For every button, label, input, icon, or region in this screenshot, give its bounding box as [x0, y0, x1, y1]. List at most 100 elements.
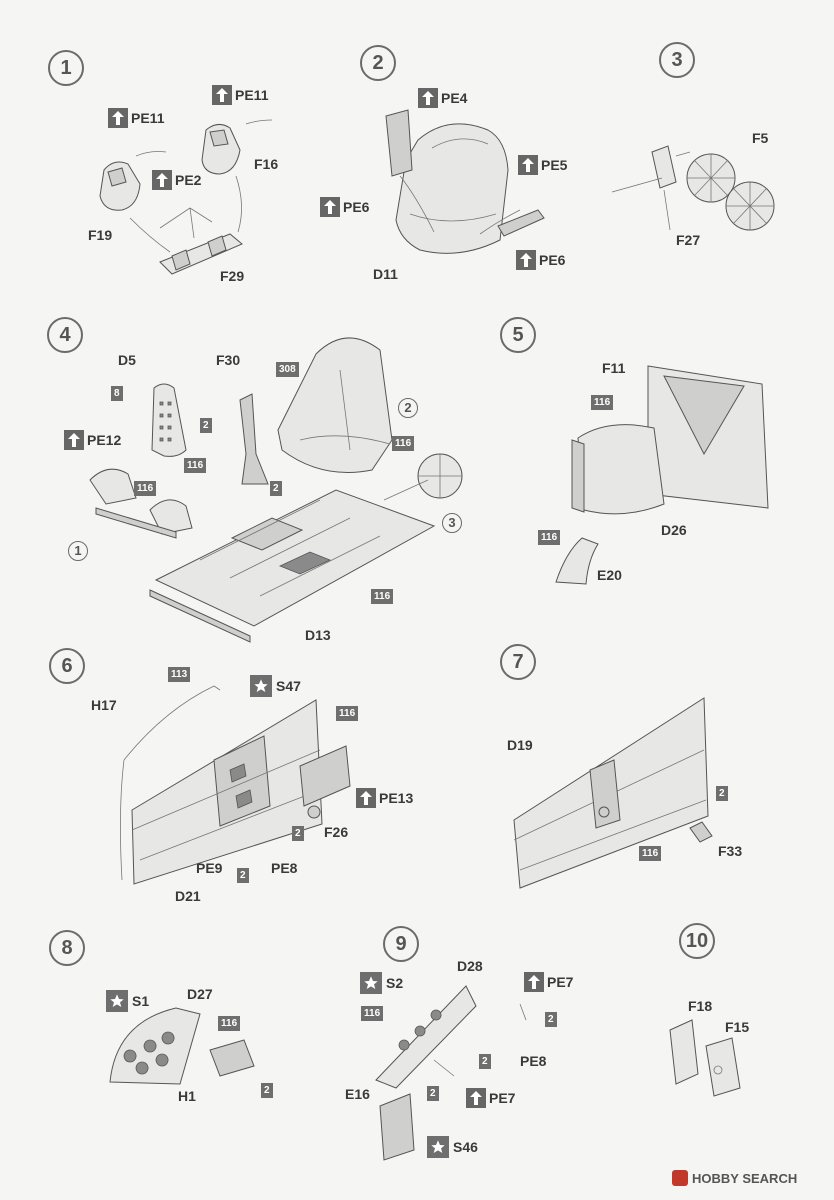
upward-arrow-icon — [418, 88, 438, 108]
part-label: D26 — [661, 522, 687, 538]
step2-seat-drawing — [385, 109, 545, 254]
paint-code: 2 — [237, 868, 249, 883]
step-number-4: 4 — [47, 317, 83, 353]
star-icon — [360, 972, 382, 994]
step8-instrument-panel-drawing — [109, 1007, 255, 1085]
paint-code: 116 — [134, 481, 157, 496]
part-label: D13 — [305, 627, 331, 643]
part-label: D5 — [118, 352, 136, 368]
paint-code: 116 — [184, 458, 207, 473]
upward-arrow-icon — [320, 197, 340, 217]
step-number-7: 7 — [500, 644, 536, 680]
paint-code: 116 — [392, 436, 415, 451]
paint-code: 2 — [200, 418, 212, 433]
step5-bulkhead-drawing — [555, 365, 769, 585]
step-number-8: 8 — [49, 930, 85, 966]
star-icon — [106, 990, 128, 1012]
sticker-label: S1 — [106, 990, 149, 1012]
photo-etch-label: PE11 — [212, 85, 268, 105]
step-number-5: 5 — [500, 317, 536, 353]
paint-code: 116 — [336, 706, 359, 721]
photo-etch-label: PE12 — [64, 430, 121, 450]
part-label: H1 — [178, 1088, 196, 1104]
step-number-10: 10 — [679, 923, 715, 959]
step3-wheel-drawing — [611, 145, 775, 231]
step-number-3: 3 — [659, 42, 695, 78]
step-callout-1: 1 — [68, 541, 88, 561]
hobbysearch-logo-icon — [672, 1170, 688, 1186]
part-label: F33 — [718, 843, 743, 859]
part-label: F5 — [752, 130, 769, 146]
step4-cockpit-floor-drawing — [89, 337, 463, 643]
sticker-label: S46 — [427, 1136, 478, 1158]
paint-code: 116 — [538, 530, 561, 545]
photo-etch-label: PE13 — [356, 788, 413, 808]
paint-code: 2 — [479, 1054, 491, 1069]
step10-parts-drawing — [669, 1019, 741, 1097]
brand-watermark: HOBBY SEARCH — [672, 1170, 797, 1186]
paint-code: 2 — [716, 786, 728, 801]
paint-code: 308 — [276, 362, 299, 377]
upward-arrow-icon — [466, 1088, 486, 1108]
step1-parts-drawing — [99, 119, 273, 275]
upward-arrow-icon — [64, 430, 84, 450]
upward-arrow-icon — [518, 155, 538, 175]
part-label: PE9 — [196, 860, 223, 876]
upward-arrow-icon — [356, 788, 376, 808]
upward-arrow-icon — [152, 170, 172, 190]
part-label: D19 — [507, 737, 533, 753]
photo-etch-label: PE6 — [516, 250, 565, 270]
upward-arrow-icon — [108, 108, 128, 128]
step-number-6: 6 — [49, 648, 85, 684]
upward-arrow-icon — [524, 972, 544, 992]
star-icon — [427, 1136, 449, 1158]
part-label: D11 — [373, 266, 398, 282]
part-label: F11 — [602, 360, 626, 376]
part-label: E20 — [597, 567, 622, 583]
step9-panel-drawing — [375, 985, 527, 1161]
part-label: D21 — [175, 888, 201, 904]
part-label: F29 — [220, 268, 245, 284]
step-number-1: 1 — [48, 50, 84, 86]
star-icon — [250, 675, 272, 697]
sticker-label: S47 — [250, 675, 301, 697]
part-label: F19 — [88, 227, 113, 243]
photo-etch-label: PE4 — [418, 88, 467, 108]
upward-arrow-icon — [212, 85, 232, 105]
part-label: D28 — [457, 958, 483, 974]
paint-code: 116 — [361, 1006, 384, 1021]
photo-etch-label: PE2 — [152, 170, 201, 190]
part-label: F26 — [324, 824, 349, 840]
paint-code: 2 — [545, 1012, 557, 1027]
paint-code: 8 — [111, 386, 123, 401]
sticker-label: S2 — [360, 972, 403, 994]
upward-arrow-icon — [516, 250, 536, 270]
paint-code: 2 — [427, 1086, 439, 1101]
step-callout-3: 3 — [442, 513, 462, 533]
part-label: PE8 — [271, 860, 298, 876]
part-label: PE8 — [520, 1053, 547, 1069]
step-number-2: 2 — [360, 45, 396, 81]
photo-etch-label: PE6 — [320, 197, 369, 217]
part-label: F16 — [254, 156, 279, 172]
paint-code: 116 — [639, 846, 662, 861]
photo-etch-label: PE11 — [108, 108, 164, 128]
paint-code: 2 — [292, 826, 304, 841]
photo-etch-label: PE7 — [524, 972, 573, 992]
photo-etch-label: PE7 — [466, 1088, 515, 1108]
step7-sidewall-drawing — [513, 697, 713, 889]
paint-code: 2 — [261, 1083, 273, 1098]
paint-code: 113 — [168, 667, 191, 682]
photo-etch-label: PE5 — [518, 155, 567, 175]
paint-code: 116 — [371, 589, 394, 604]
part-label: F18 — [688, 998, 713, 1014]
paint-code: 116 — [218, 1016, 241, 1031]
part-label: H17 — [91, 697, 117, 713]
paint-code: 116 — [591, 395, 614, 410]
part-label: F15 — [725, 1019, 750, 1035]
part-label: F27 — [676, 232, 701, 248]
part-label: D27 — [187, 986, 213, 1002]
part-label: E16 — [345, 1086, 370, 1102]
